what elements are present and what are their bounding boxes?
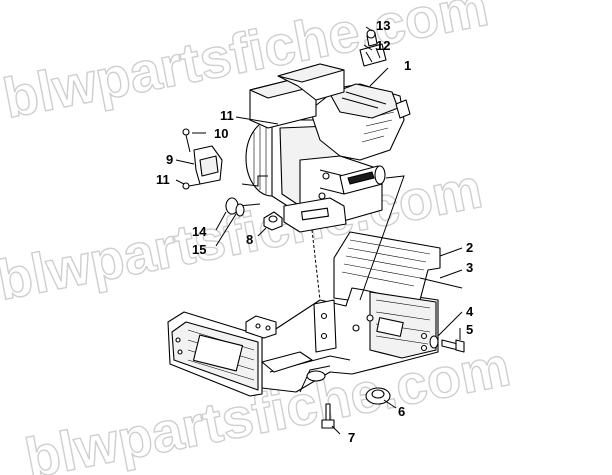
callout-9: 9 xyxy=(166,152,173,167)
callout-2: 2 xyxy=(466,240,473,255)
leader-lines xyxy=(175,26,463,435)
callout-15: 15 xyxy=(192,242,206,257)
callout-labels: 13 12 1 11 10 9 11 14 8 15 2 3 4 5 6 7 xyxy=(156,18,474,445)
callout-8: 8 xyxy=(246,232,253,247)
watermark-top: blwpartsfiche.com xyxy=(0,0,493,130)
callout-14: 14 xyxy=(192,224,207,239)
watermark-group: blwpartsfiche.com blwpartsfiche.com blwp… xyxy=(0,0,516,475)
callout-11-top: 11 xyxy=(220,108,234,123)
hardware-parts xyxy=(182,29,465,429)
callout-4: 4 xyxy=(466,304,474,319)
callout-6: 6 xyxy=(398,404,405,419)
callout-11-left: 11 xyxy=(156,172,170,187)
callout-13: 13 xyxy=(376,18,390,33)
callout-10: 10 xyxy=(214,126,228,141)
callout-5: 5 xyxy=(466,322,473,337)
engine-mount-plate xyxy=(167,231,441,397)
callout-12: 12 xyxy=(376,38,390,53)
callout-1: 1 xyxy=(404,58,411,73)
callout-3: 3 xyxy=(466,260,473,275)
engine-assembly xyxy=(245,63,411,233)
callout-7: 7 xyxy=(348,430,355,445)
